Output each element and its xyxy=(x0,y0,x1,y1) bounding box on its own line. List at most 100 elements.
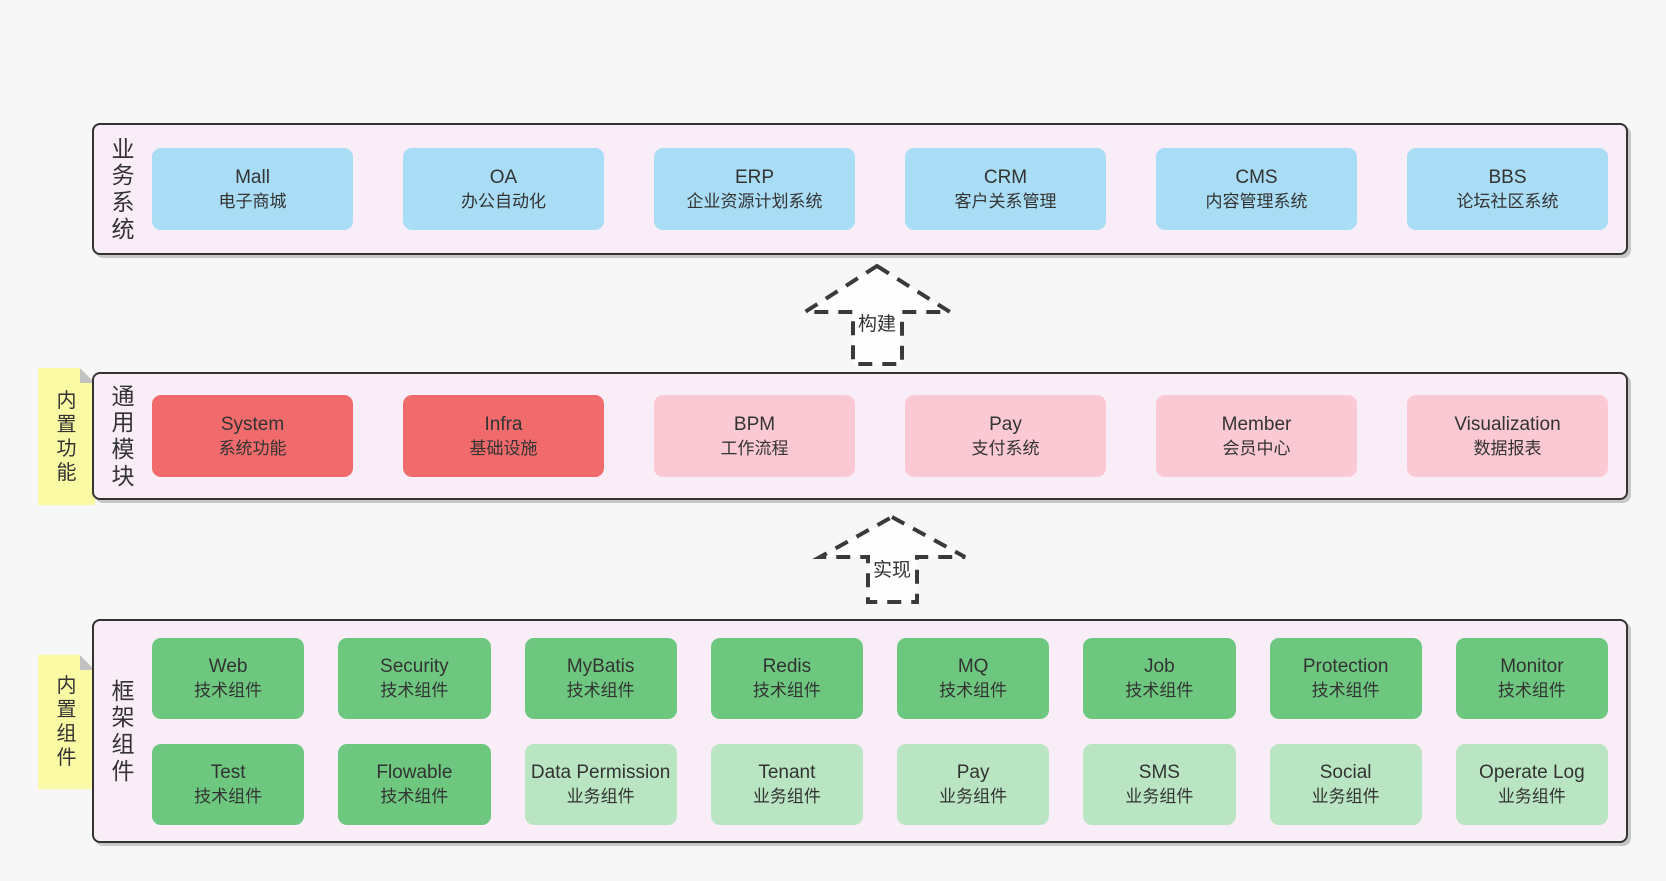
sticky-components-label: 内置组件 xyxy=(56,675,77,769)
framework-row-1: Web 技术组件 Security 技术组件 MyBatis 技术组件 Redi… xyxy=(152,637,1608,719)
band-business-label: 业务系统 xyxy=(111,135,135,242)
box-erp: ERP 企业资源计划系统 xyxy=(654,148,855,230)
box-title: Job xyxy=(1144,655,1175,677)
box-subtitle: 业务组件 xyxy=(752,787,821,807)
box-subtitle: 业务组件 xyxy=(1125,787,1194,807)
box-subtitle: 技术组件 xyxy=(380,681,449,701)
framework-row-2: Test 技术组件 Flowable 技术组件 Data Permission … xyxy=(152,743,1608,825)
box-subtitle: 内容管理系统 xyxy=(1205,192,1308,212)
box-subtitle: 业务组件 xyxy=(939,787,1008,807)
box-subtitle: 电子商城 xyxy=(218,192,287,212)
box-subtitle: 业务组件 xyxy=(1311,787,1380,807)
box-title: Pay xyxy=(956,761,990,783)
box-pay-component: Pay 业务组件 xyxy=(897,743,1050,825)
band-framework-content: Web 技术组件 Security 技术组件 MyBatis 技术组件 Redi… xyxy=(152,621,1626,841)
box-subtitle: 技术组件 xyxy=(566,681,635,701)
box-title: Operate Log xyxy=(1479,761,1585,783)
box-title: Member xyxy=(1221,413,1292,435)
box-social: Social 业务组件 xyxy=(1269,743,1422,825)
box-crm: CRM 客户关系管理 xyxy=(905,148,1106,230)
box-subtitle: 办公自动化 xyxy=(461,192,546,212)
box-subtitle: 技术组件 xyxy=(939,681,1008,701)
box-title: BBS xyxy=(1488,166,1527,188)
box-job: Job 技术组件 xyxy=(1083,637,1236,719)
box-subtitle: 企业资源计划系统 xyxy=(686,192,823,212)
box-title: Visualization xyxy=(1454,413,1561,435)
box-title: CMS xyxy=(1235,166,1278,188)
box-bpm: BPM 工作流程 xyxy=(654,395,855,477)
box-subtitle: 技术组件 xyxy=(194,787,263,807)
box-infra: Infra 基础设施 xyxy=(403,395,604,477)
box-title: Flowable xyxy=(376,761,453,783)
box-title: System xyxy=(220,413,285,435)
band-common-modules: 通用模块 System 系统功能 Infra 基础设施 BPM 工作流程 Pay… xyxy=(92,372,1628,500)
box-title: Data Permission xyxy=(530,761,671,783)
implement-arrow-label: 实现 xyxy=(873,559,911,581)
box-title: Mall xyxy=(235,166,270,188)
box-sms: SMS 业务组件 xyxy=(1083,743,1236,825)
box-title: Protection xyxy=(1302,655,1389,677)
box-subtitle: 支付系统 xyxy=(971,439,1040,459)
box-mall: Mall 电子商城 xyxy=(152,148,353,230)
arrow-outline xyxy=(798,263,957,366)
box-security: Security 技术组件 xyxy=(338,637,491,719)
box-cms: CMS 内容管理系统 xyxy=(1156,148,1357,230)
box-mq: MQ 技术组件 xyxy=(897,637,1050,719)
box-title: Redis xyxy=(762,655,812,677)
box-subtitle: 工作流程 xyxy=(720,439,789,459)
band-modules-label: 通用模块 xyxy=(111,382,135,489)
box-title: ERP xyxy=(734,166,775,188)
box-pay-module: Pay 支付系统 xyxy=(905,395,1106,477)
box-subtitle: 技术组件 xyxy=(1125,681,1194,701)
box-title: Test xyxy=(210,761,246,783)
sticky-functions-label: 内置功能 xyxy=(56,389,77,484)
box-subtitle: 会员中心 xyxy=(1222,439,1291,459)
box-monitor: Monitor 技术组件 xyxy=(1455,637,1608,719)
box-subtitle: 客户关系管理 xyxy=(954,192,1057,212)
box-title: MQ xyxy=(957,655,989,677)
box-subtitle: 技术组件 xyxy=(380,787,449,807)
box-title: Tenant xyxy=(758,761,816,783)
box-web: Web 技术组件 xyxy=(152,637,305,719)
box-title: Pay xyxy=(989,413,1022,435)
band-business-label-col: 业务系统 xyxy=(94,125,152,253)
box-flowable: Flowable 技术组件 xyxy=(338,743,491,825)
box-title: MyBatis xyxy=(566,655,635,677)
implement-arrow-up-icon: 实现 xyxy=(812,514,966,604)
box-subtitle: 技术组件 xyxy=(1497,681,1566,701)
box-visualization: Visualization 数据报表 xyxy=(1407,395,1608,477)
box-title: Security xyxy=(380,655,449,677)
band-framework-label: 框架组件 xyxy=(111,677,135,784)
band-framework-components: 框架组件 Web 技术组件 Security 技术组件 MyBatis 技术组件… xyxy=(92,619,1628,843)
box-subtitle: 基础设施 xyxy=(469,439,538,459)
band-framework-label-col: 框架组件 xyxy=(94,621,152,841)
box-subtitle: 论坛社区系统 xyxy=(1456,192,1559,212)
box-subtitle: 技术组件 xyxy=(1311,681,1380,701)
arrow-outline xyxy=(812,514,966,604)
box-operate-log: Operate Log 业务组件 xyxy=(1455,743,1608,825)
box-title: BPM xyxy=(733,413,776,435)
box-title: SMS xyxy=(1138,761,1180,783)
band-modules-content: System 系统功能 Infra 基础设施 BPM 工作流程 Pay 支付系统… xyxy=(152,374,1626,498)
box-protection: Protection 技术组件 xyxy=(1269,637,1422,719)
band-modules-label-col: 通用模块 xyxy=(94,374,152,498)
box-subtitle: 系统功能 xyxy=(218,439,287,459)
build-arrow-label: 构建 xyxy=(858,313,896,335)
box-title: Infra xyxy=(484,413,523,435)
build-arrow-up-icon: 构建 xyxy=(798,263,957,366)
box-redis: Redis 技术组件 xyxy=(710,637,863,719)
band-business-systems: 业务系统 Mall 电子商城 OA 办公自动化 ERP 企业资源计划系统 CRM… xyxy=(92,123,1628,255)
box-bbs: BBS 论坛社区系统 xyxy=(1407,148,1608,230)
box-subtitle: 技术组件 xyxy=(752,681,821,701)
box-title: Monitor xyxy=(1500,655,1564,677)
box-title: Web xyxy=(208,655,248,677)
box-test: Test 技术组件 xyxy=(152,743,305,825)
box-system: System 系统功能 xyxy=(152,395,353,477)
box-oa: OA 办公自动化 xyxy=(403,148,604,230)
box-title: CRM xyxy=(983,166,1028,188)
sticky-built-in-functions: 内置功能 xyxy=(38,368,95,505)
box-subtitle: 技术组件 xyxy=(194,681,263,701)
box-tenant: Tenant 业务组件 xyxy=(710,743,863,825)
box-subtitle: 业务组件 xyxy=(1497,787,1566,807)
box-mybatis: MyBatis 技术组件 xyxy=(524,637,677,719)
